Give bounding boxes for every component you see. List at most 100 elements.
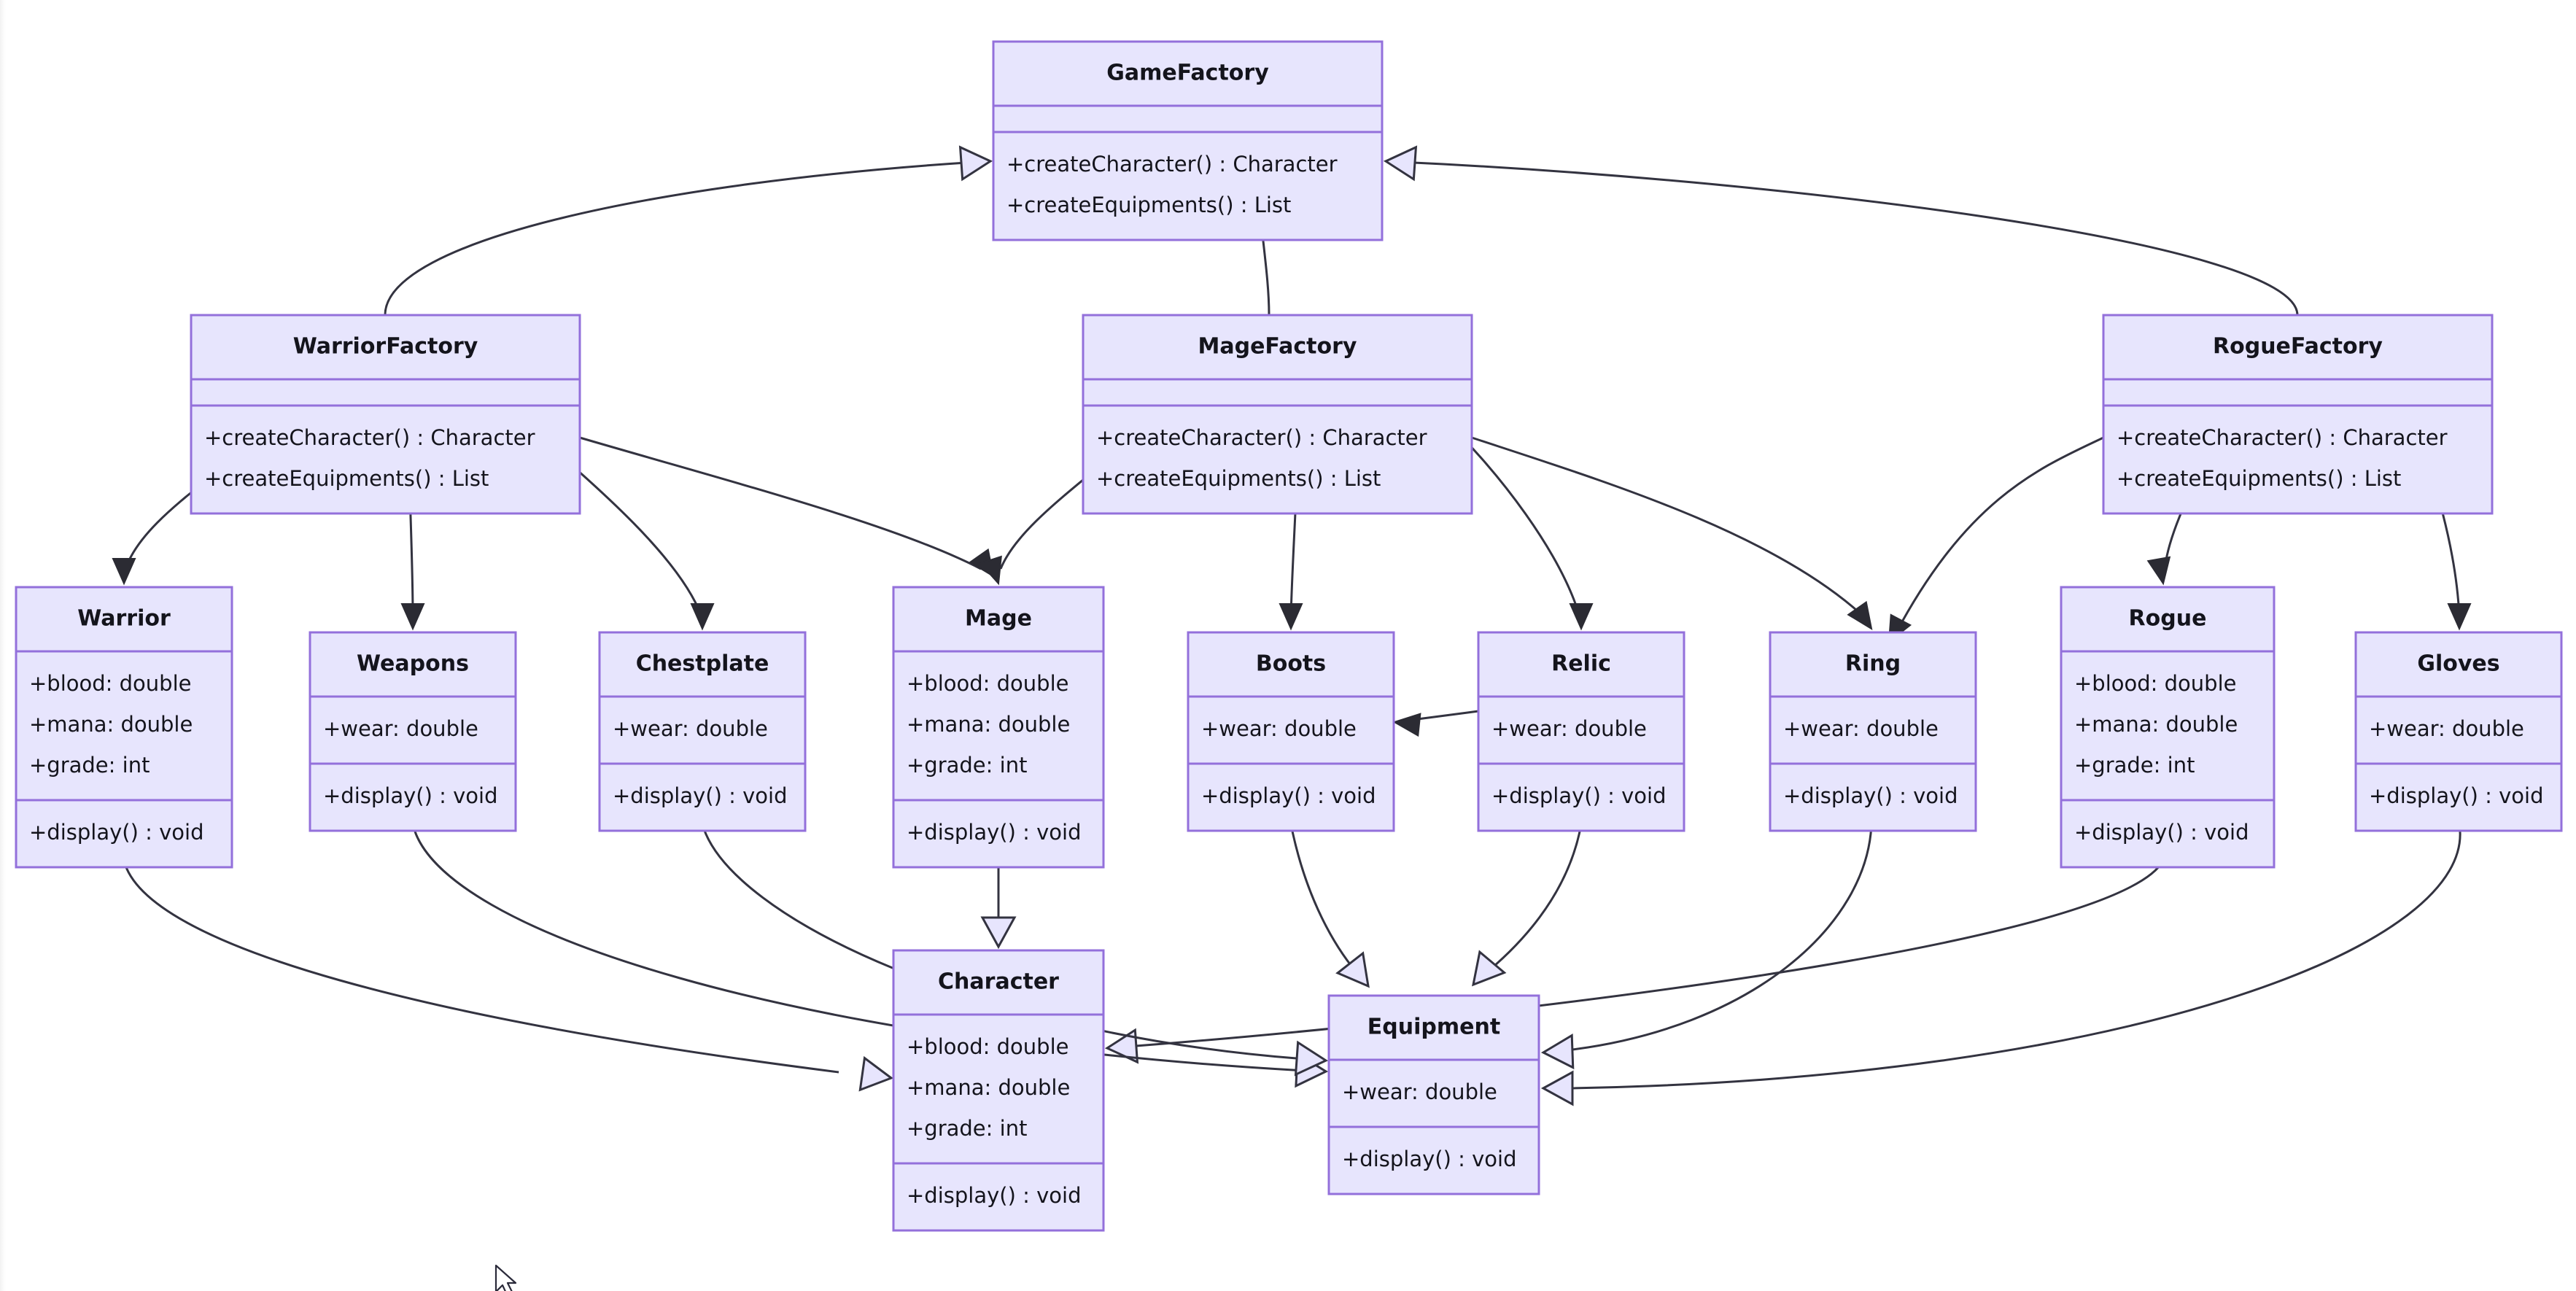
class-box-boots[interactable]: Boots+wear: double+display() : void xyxy=(1187,631,1395,832)
dependency-arrowhead xyxy=(690,603,715,631)
class-box-frame xyxy=(892,586,1105,869)
link-line xyxy=(123,860,839,1074)
class-attribute: +blood: double xyxy=(29,671,191,696)
link-line xyxy=(384,160,978,316)
class-method: +createEquipments() : List xyxy=(1006,193,1291,217)
link-relic-boots xyxy=(1392,710,1479,737)
link-line xyxy=(1566,823,1873,1052)
link-boots-equipment xyxy=(1289,823,1370,988)
class-box-warriorfactory[interactable]: WarriorFactory +createCharacter() : Chara… xyxy=(190,314,581,515)
class-attribute: +mana: double xyxy=(907,1075,1070,1100)
class-method: +createCharacter() : Character xyxy=(1096,425,1427,450)
mouse-pointer-icon xyxy=(494,1264,517,1291)
link-roguefactory-gamefactory xyxy=(1383,145,2299,316)
class-box-frame xyxy=(15,586,233,869)
cursor-arrow xyxy=(494,1264,517,1291)
class-name: Ring xyxy=(1845,651,1901,677)
class-method: +createEquipments() : List xyxy=(204,466,489,491)
class-attribute: +blood: double xyxy=(2074,671,2236,696)
class-method: +display() : void xyxy=(613,783,787,808)
class-method: +display() : void xyxy=(2074,820,2249,845)
link-warriorfactory-gamefactory xyxy=(384,145,993,316)
class-box-character[interactable]: Character+blood: double+mana: double+gra… xyxy=(892,949,1105,1232)
class-box-gloves[interactable]: Gloves +wear: double +display() : void xyxy=(2354,631,2563,832)
class-method: +createCharacter() : Character xyxy=(204,425,535,450)
link-rogue-character xyxy=(1104,860,2165,1064)
link-line xyxy=(1398,160,2299,316)
class-attribute: +grade: int xyxy=(907,753,1027,778)
dependency-arrowhead xyxy=(1847,600,1873,631)
link-warrior-character xyxy=(123,860,894,1092)
dependency-arrowhead xyxy=(1392,713,1421,737)
link-ring-equipment xyxy=(1540,823,1873,1070)
generalization-arrowhead xyxy=(980,916,1017,950)
class-name: Equipment xyxy=(1367,1015,1500,1040)
class-box-frame xyxy=(598,631,807,832)
dependency-arrowhead xyxy=(1569,603,1594,631)
class-box-frame xyxy=(2060,586,2276,869)
dependency-arrowhead xyxy=(400,603,425,631)
class-method: +display() : void xyxy=(907,1183,1081,1208)
class-box-frame xyxy=(1769,631,1977,832)
generalization-arrowhead xyxy=(1294,1040,1329,1077)
class-attribute: +mana: double xyxy=(2074,712,2238,737)
class-method: +display() : void xyxy=(1491,783,1666,808)
class-attribute: +wear: double xyxy=(2369,716,2524,741)
link-gloves-equipment xyxy=(1540,823,2461,1106)
class-name: Boots xyxy=(1256,651,1326,677)
class-box-relic[interactable]: Relic+wear: double+display() : void xyxy=(1477,631,1685,832)
class-box-magefactory[interactable]: MageFactory+createCharacter() : Characte… xyxy=(1082,314,1473,515)
generalization-arrowhead xyxy=(1335,951,1370,988)
class-name: GameFactory xyxy=(1106,61,1269,86)
link-line xyxy=(1289,823,1362,979)
class-box-weapons[interactable]: Weapons+wear: double+display() : void xyxy=(309,631,517,832)
class-method: +display() : void xyxy=(29,820,203,845)
class-box-frame xyxy=(1082,314,1473,515)
mouse-cursor xyxy=(494,1264,517,1291)
class-attribute: +grade: int xyxy=(907,1116,1027,1141)
link-magefactory-ring xyxy=(1471,436,1873,631)
class-box-frame xyxy=(2354,631,2563,832)
link-line xyxy=(411,823,1306,1072)
class-method: +createCharacter() : Character xyxy=(1006,152,1338,177)
class-name: Warrior xyxy=(77,606,171,632)
class-box-rogue[interactable]: Rogue+blood: double+mana: double+grade: … xyxy=(2060,586,2276,869)
class-method: +display() : void xyxy=(2369,783,2543,808)
class-attribute: +mana: double xyxy=(29,712,193,737)
class-name: Weapons xyxy=(357,651,469,677)
class-name: Mage xyxy=(965,606,1032,632)
generalization-arrowhead xyxy=(1540,1034,1575,1070)
class-box-ring[interactable]: Ring+wear: double+display() : void xyxy=(1769,631,1977,832)
class-attribute: +wear: double xyxy=(1491,716,1647,741)
class-name: Gloves xyxy=(2417,651,2499,677)
class-attribute: +wear: double xyxy=(1201,716,1357,741)
class-box-frame xyxy=(992,40,1384,241)
class-box-roguefactory[interactable]: RogueFactory+createCharacter() : Charact… xyxy=(2102,314,2494,515)
class-attribute: +wear: double xyxy=(323,716,478,741)
class-box-warrior[interactable]: Warrior+blood: double+mana: double+grade… xyxy=(15,586,233,869)
class-box-frame xyxy=(892,949,1105,1232)
class-method: +createCharacter() : Character xyxy=(2117,425,2448,450)
generalization-arrowhead xyxy=(1540,1070,1574,1106)
link-mage-character xyxy=(980,861,1017,950)
class-box-chestplate[interactable]: Chestplate+wear: double+display() : void xyxy=(598,631,807,832)
link-warriorfactory-mage xyxy=(579,436,995,578)
dependency-arrowhead xyxy=(979,555,1002,586)
generalization-arrowhead xyxy=(958,145,993,182)
class-method: +createEquipments() : List xyxy=(1096,466,1381,491)
class-box-gamefactory[interactable]: GameFactory +createCharacter() : Characte… xyxy=(992,40,1384,241)
link-line xyxy=(1471,436,1865,618)
dependency-arrowhead xyxy=(112,558,136,586)
class-name: WarriorFactory xyxy=(293,334,478,360)
generalization-arrowhead xyxy=(1383,145,1418,182)
class-attribute: +wear: double xyxy=(1783,716,1939,741)
class-method: +display() : void xyxy=(907,820,1081,845)
class-box-frame xyxy=(190,314,581,515)
dependency-arrowhead xyxy=(1279,603,1303,631)
link-relic-equipment xyxy=(1471,823,1583,987)
class-attribute: +wear: double xyxy=(1342,1079,1497,1104)
class-box-mage[interactable]: Mage+blood: double+mana: double+grade: i… xyxy=(892,586,1105,869)
class-box-frame xyxy=(1187,631,1395,832)
class-box-equipment[interactable]: Equipment+wear: double+display() : void xyxy=(1327,994,1540,1195)
